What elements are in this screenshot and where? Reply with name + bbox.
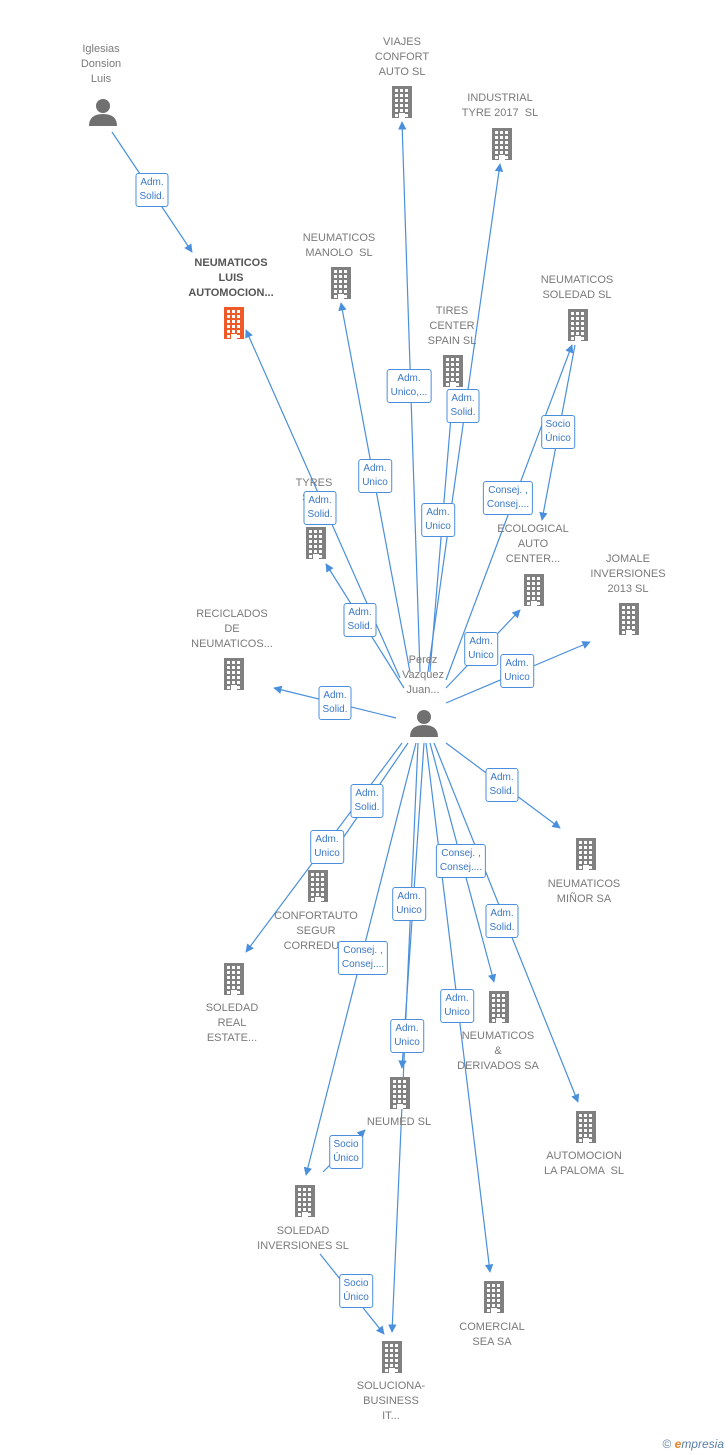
- edge-label-perez-to-jomale[interactable]: Adm. Unico: [500, 654, 534, 688]
- node-label-derivados[interactable]: NEUMATICOS & DERIVADOS SA: [457, 1030, 539, 1072]
- edge-label-soledad_inv-to-soluciona[interactable]: Socio Único: [339, 1274, 373, 1308]
- node-label-iglesias[interactable]: Iglesias Donsion Luis: [80, 43, 122, 85]
- building-icon-paloma[interactable]: [575, 1111, 597, 1148]
- node-label-nla[interactable]: NEUMATICOS LUIS AUTOMOCION...: [188, 257, 274, 299]
- edge-label-perez-to-reciclados[interactable]: Adm. Solid.: [318, 686, 352, 720]
- node-label-manolo[interactable]: NEUMATICOS MANOLO SL: [302, 232, 376, 259]
- building-icon-minor[interactable]: [575, 838, 597, 875]
- person-icon-iglesias[interactable]: [88, 98, 118, 131]
- building-icon-ecological[interactable]: [523, 574, 545, 611]
- node-label-industrial[interactable]: INDUSTRIAL TYRE 2017 SL: [461, 92, 539, 119]
- building-icon-nla[interactable]: [223, 307, 245, 344]
- node-label-jomale[interactable]: JOMALE INVERSIONES 2013 SL: [590, 553, 666, 595]
- edge-label-perez-to-soledad_inv[interactable]: Consej. , Consej....: [337, 941, 389, 975]
- node-label-minor[interactable]: NEUMATICOS MIÑOR SA: [547, 878, 621, 905]
- building-icon-derivados[interactable]: [488, 991, 510, 1028]
- node-label-soluciona[interactable]: SOLUCIONA- BUSINESS IT...: [356, 1380, 426, 1422]
- edge-label-perez-to-ecological[interactable]: Adm. Unico: [464, 632, 498, 666]
- edge-label-soledad_sl-to-ecological[interactable]: Socio Único: [541, 415, 575, 449]
- copyright-symbol: ©: [662, 1437, 672, 1451]
- building-icon-confortauto[interactable]: [307, 870, 329, 907]
- node-label-soledad_sl[interactable]: NEUMATICOS SOLEDAD SL: [540, 274, 614, 301]
- building-icon-tyres[interactable]: [305, 527, 327, 564]
- brand-logo-e: e: [674, 1437, 682, 1451]
- building-icon-soledad_real[interactable]: [223, 963, 245, 1000]
- node-label-comercial[interactable]: COMERCIAL SEA SA: [459, 1321, 525, 1348]
- edge-label-perez-to-industrial[interactable]: Adm. Solid.: [446, 389, 480, 423]
- edge-label-perez-to-tires[interactable]: Adm. Unico: [421, 503, 455, 537]
- edge-label-perez-to-tyres[interactable]: Adm. Solid.: [343, 603, 377, 637]
- edge-label-perez-to-paloma[interactable]: Adm. Solid.: [485, 904, 519, 938]
- edge-label-perez-to-soledad_real[interactable]: Adm. Unico: [310, 830, 344, 864]
- building-icon-comercial[interactable]: [483, 1281, 505, 1318]
- node-label-soledad_real[interactable]: SOLEDAD REAL ESTATE...: [205, 1002, 259, 1044]
- edge-label-perez-to-viajes[interactable]: Adm. Unico,...: [386, 369, 432, 403]
- building-icon-soledad_sl[interactable]: [567, 309, 589, 346]
- edge-label-perez-to-manolo[interactable]: Adm. Unico: [358, 459, 392, 493]
- building-icon-reciclados[interactable]: [223, 658, 245, 695]
- node-label-perez[interactable]: Perez Vazquez Juan...: [402, 654, 444, 696]
- edge-label-perez-to-neumed[interactable]: Adm. Unico: [392, 887, 426, 921]
- brand-footer: © empresia: [662, 1437, 724, 1451]
- edge-label-soledad_inv-to-neumed[interactable]: Socio Único: [329, 1135, 363, 1169]
- building-icon-neumed[interactable]: [389, 1077, 411, 1114]
- node-label-reciclados[interactable]: RECICLADOS DE NEUMATICOS...: [191, 608, 273, 650]
- node-label-ecological[interactable]: ECOLOGICAL AUTO CENTER...: [497, 523, 569, 565]
- edge-label-perez-to-minor[interactable]: Adm. Solid.: [485, 768, 519, 802]
- building-icon-jomale[interactable]: [618, 603, 640, 640]
- node-label-paloma[interactable]: AUTOMOCION LA PALOMA SL: [544, 1150, 624, 1177]
- edge-label-perez-to-confortauto[interactable]: Adm. Solid.: [350, 784, 384, 818]
- person-icon-perez[interactable]: [409, 709, 439, 742]
- edge-label-perez-to-nla[interactable]: Adm. Solid.: [303, 491, 337, 525]
- edge-label-perez-to-derivados[interactable]: Consej. , Consej....: [435, 844, 487, 878]
- edge-label-iglesias-to-nla[interactable]: Adm. Solid.: [135, 173, 169, 207]
- building-icon-manolo[interactable]: [330, 267, 352, 304]
- brand-logo-text: mpresia: [681, 1437, 724, 1451]
- edge-label-perez-to-comercial[interactable]: Adm. Unico: [440, 989, 474, 1023]
- node-label-confortauto[interactable]: CONFORTAUTO SEGUR CORREDU...: [274, 910, 358, 952]
- building-icon-soluciona[interactable]: [381, 1341, 403, 1378]
- edge-label-perez-to-soledad_sl[interactable]: Consej. , Consej....: [482, 481, 534, 515]
- building-icon-viajes[interactable]: [391, 86, 413, 123]
- edge-label-perez-to-soluciona[interactable]: Adm. Unico: [390, 1019, 424, 1053]
- node-label-viajes[interactable]: VIAJES CONFORT AUTO SL: [374, 36, 430, 78]
- node-label-soledad_inv[interactable]: SOLEDAD INVERSIONES SL: [257, 1225, 349, 1252]
- node-label-neumed[interactable]: NEUMED SL: [366, 1116, 432, 1128]
- node-label-tires[interactable]: TIRES CENTER SPAIN SL: [427, 305, 477, 347]
- building-icon-tires[interactable]: [442, 355, 464, 392]
- building-icon-industrial[interactable]: [491, 128, 513, 165]
- building-icon-soledad_inv[interactable]: [294, 1185, 316, 1222]
